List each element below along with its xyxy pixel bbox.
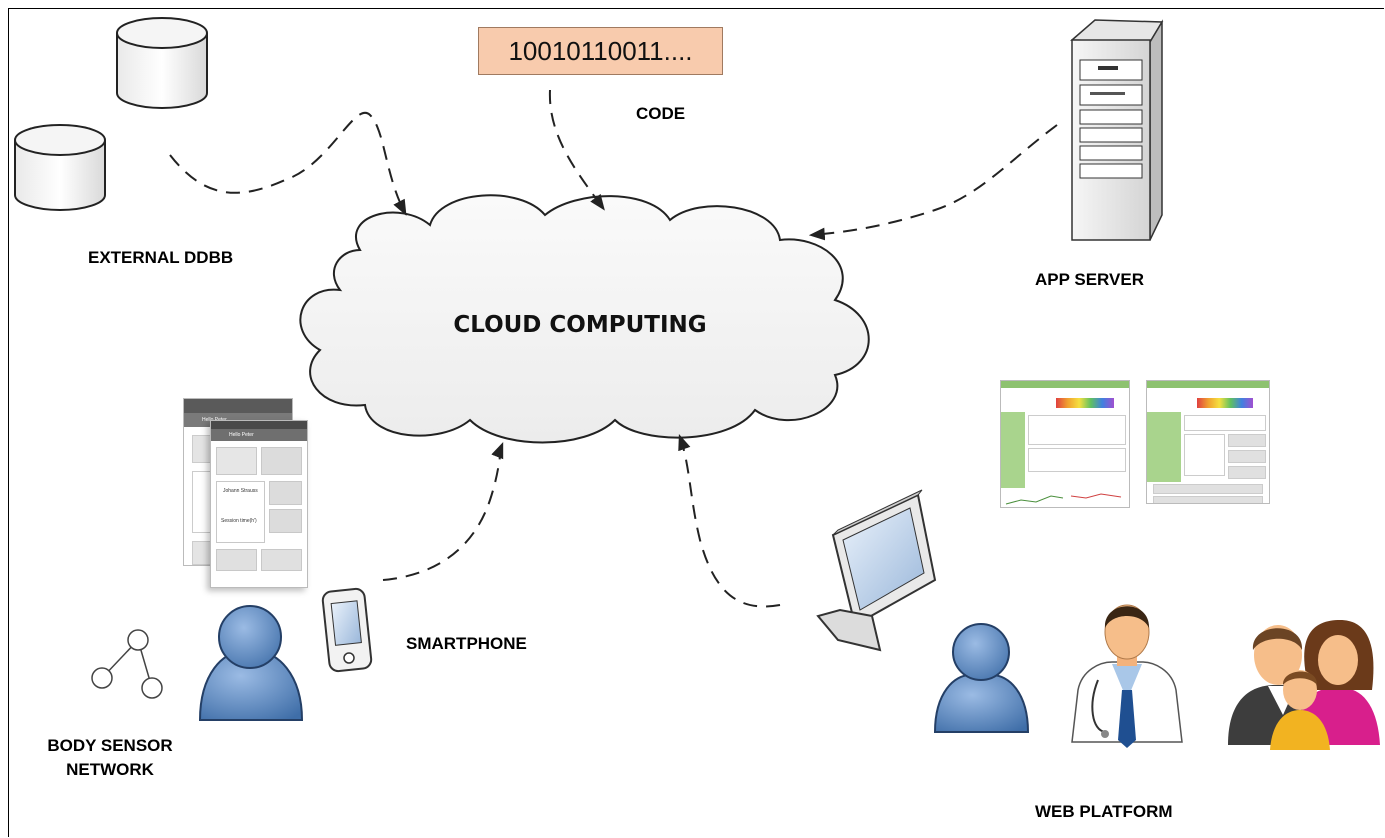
web-screenshot-left (1000, 380, 1130, 508)
web-screenshot-right (1146, 380, 1270, 504)
user-icon (933, 623, 1030, 733)
database-icon (14, 124, 106, 211)
server-icon (1070, 19, 1164, 241)
arrow-db-to-cloud (169, 111, 407, 216)
phone-screenshot-front: Hello Peter Johann Strauss Session time(… (210, 420, 308, 588)
code-box: 10010110011.... (478, 27, 723, 75)
cloud-icon (299, 194, 870, 444)
arrow-server-to-cloud (808, 124, 1058, 241)
data-flow-arrows (169, 89, 1058, 608)
arrow-code-to-cloud (548, 89, 605, 211)
app-header-title-front: Hello Peter (229, 432, 254, 438)
patient-name: Johann Strauss (223, 488, 258, 494)
body-sensor-label-line1: BODY SENSOR (47, 736, 173, 755)
smartphone-icon (321, 587, 373, 673)
body-sensor-label-line2: NETWORK (66, 760, 154, 779)
doctor-icon (1071, 604, 1183, 748)
arrow-phone-to-cloud (382, 442, 504, 581)
session-label: Session time(h') (221, 518, 257, 524)
body-sensor-network-label: BODY SENSOR NETWORK (30, 734, 190, 782)
web-platform-label: WEB PLATFORM (1035, 802, 1173, 821)
cloud-computing-label: CLOUD COMPUTING (453, 312, 707, 338)
family-icon (1228, 620, 1380, 750)
code-label: CODE (636, 104, 686, 123)
monitor-icon (816, 489, 937, 652)
external-ddbb-label: EXTERNAL DDBB (88, 248, 234, 267)
app-server-label: APP SERVER (1035, 270, 1144, 289)
database-icon (116, 17, 208, 109)
arrow-web-to-cloud (678, 433, 781, 608)
diagram-frame (8, 8, 1384, 837)
smartphone-label: SMARTPHONE (406, 634, 527, 653)
sensor-network-icon (91, 629, 163, 699)
user-icon (198, 605, 304, 721)
